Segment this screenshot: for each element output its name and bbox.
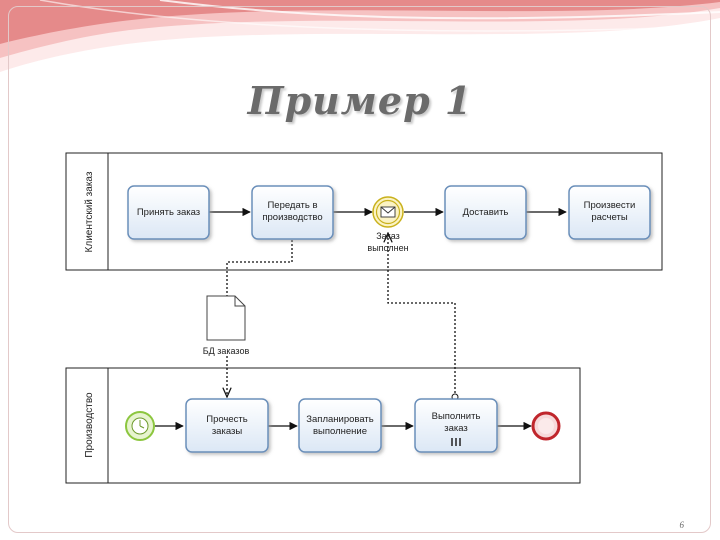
task-deliver[interactable]: Доставить: [444, 185, 527, 240]
task-label-line: Передать в: [267, 200, 317, 211]
start-event-icon: [131, 417, 149, 435]
label-continuation: производство: [262, 212, 322, 223]
pool-label-production: Производство: [84, 392, 95, 458]
label-continuation: заказ: [444, 423, 468, 434]
start-event[interactable]: [125, 411, 155, 441]
data-object[interactable]: БД заказов: [203, 295, 250, 356]
label-continuation: заказы: [212, 426, 243, 437]
task-label-line: Произвести: [584, 200, 636, 211]
end-event-icon: [538, 418, 554, 434]
task-label: Принять заказ: [137, 207, 200, 218]
data-object-label: БД заказов: [203, 346, 250, 356]
document-icon: [206, 295, 246, 341]
slide-number: 6: [679, 520, 685, 530]
task-label-line: Запланировать: [306, 414, 373, 425]
dotted-associations: [227, 233, 456, 397]
task-accept-order[interactable]: Принять заказ: [127, 185, 210, 240]
end-event[interactable]: [531, 411, 561, 441]
task-label-line: Выполнить: [432, 411, 481, 422]
envelope-icon: [380, 206, 396, 218]
label-continuation: выполнение: [313, 426, 367, 437]
event-label-line: Заказ: [376, 231, 400, 241]
pool-label-client: Клиентский заказ: [84, 171, 95, 252]
slide-title: Пример 1: [247, 78, 473, 123]
task-label: Доставить: [463, 207, 509, 218]
label-continuation: выполнен: [367, 243, 408, 253]
multi-instance-icon: [451, 438, 461, 446]
event-label: Заказ выполнен: [367, 231, 408, 253]
message-event[interactable]: [372, 196, 404, 228]
task-label-line: Прочесть: [206, 414, 248, 425]
label-continuation: расчеты: [591, 212, 627, 223]
